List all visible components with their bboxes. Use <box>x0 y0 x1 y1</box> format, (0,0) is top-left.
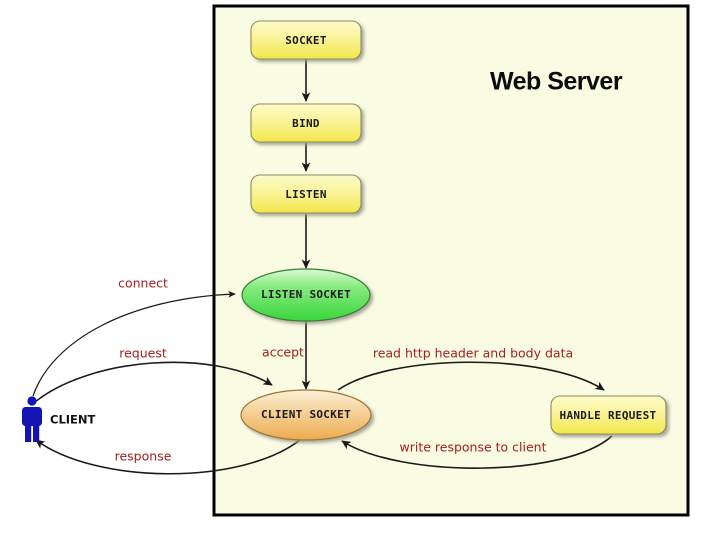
edge-connect-path <box>32 290 236 397</box>
node-listen-label: LISTEN <box>285 188 327 201</box>
node-socket-label: SOCKET <box>285 34 327 47</box>
node-socket-shape[interactable] <box>250 20 362 60</box>
node-bind-shape[interactable] <box>250 103 362 143</box>
node-handle-request[interactable]: HANDLE REQUEST <box>550 395 667 435</box>
edge-label-connect: connect <box>118 276 168 291</box>
node-bind-label: BIND <box>292 117 320 130</box>
edge-response-path <box>35 439 301 475</box>
node-handle-request-shape[interactable] <box>550 395 667 435</box>
client-actor-label: CLIENT <box>50 413 96 427</box>
node-listen-socket-shape[interactable] <box>241 268 371 322</box>
node-client-socket-shape[interactable] <box>240 389 372 441</box>
edge-accept: accept <box>262 321 311 390</box>
page-title: Web Server <box>490 68 623 96</box>
edge-label-request: request <box>119 346 167 361</box>
edge-read-request-path <box>337 361 605 391</box>
node-bind[interactable]: BIND <box>250 103 362 143</box>
edge-read-request: read http header and body data <box>337 346 605 391</box>
edge-label-write-response: write response to client <box>399 440 546 455</box>
node-client-socket-label: CLIENT SOCKET <box>261 408 351 421</box>
edge-connect: connect <box>32 276 236 397</box>
edge-label-response: response <box>115 449 172 464</box>
edge-response: response <box>35 439 301 475</box>
node-listen-shape[interactable] <box>250 174 362 214</box>
node-socket[interactable]: SOCKET <box>250 20 362 60</box>
edge-label-read-request: read http header and body data <box>373 346 573 361</box>
node-listen-socket-label: LISTEN SOCKET <box>261 288 351 301</box>
edge-write-response: write response to client <box>341 435 613 469</box>
node-listen[interactable]: LISTEN <box>250 174 362 214</box>
node-handle-request-label: HANDLE REQUEST <box>560 409 657 422</box>
client-actor[interactable]: CLIENT <box>22 396 96 442</box>
person-icon <box>22 396 42 442</box>
node-listen-socket[interactable]: LISTEN SOCKET <box>241 268 371 322</box>
edge-request: request <box>34 346 273 403</box>
edge-request-path <box>34 361 273 403</box>
edge-write-response-path <box>341 435 613 469</box>
edge-label-accept: accept <box>262 345 304 360</box>
node-client-socket[interactable]: CLIENT SOCKET <box>240 389 372 441</box>
